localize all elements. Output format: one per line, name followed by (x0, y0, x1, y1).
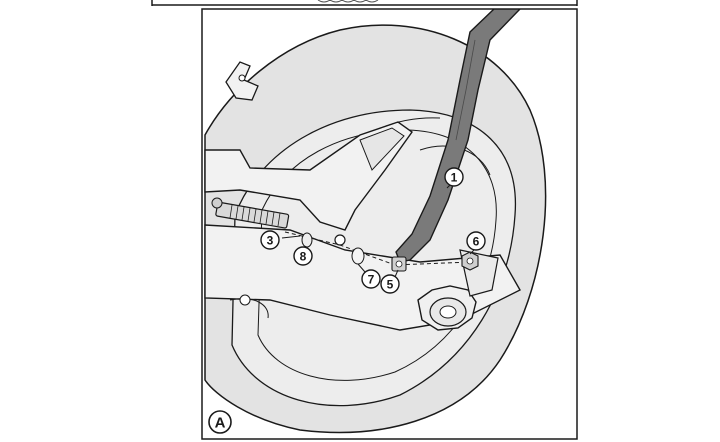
callout-5: 5 (380, 274, 400, 294)
panel-label: A (208, 410, 232, 434)
rear-axle-nut (417, 285, 477, 331)
svg-text:6: 6 (473, 235, 480, 249)
frame-hole (334, 234, 346, 246)
svg-text:3: 3 (267, 234, 274, 248)
spacer (391, 256, 407, 272)
washer-7 (351, 247, 365, 265)
callout-1: 1 (444, 167, 464, 187)
svg-text:A: A (215, 415, 226, 432)
frame-upper-member (204, 121, 413, 231)
svg-text:8: 8 (300, 250, 307, 264)
washer-8 (301, 232, 313, 248)
svg-text:1: 1 (451, 171, 458, 185)
callout-7: 7 (361, 269, 381, 289)
callout-8: 8 (293, 246, 313, 266)
top-caption-strip (151, 0, 578, 6)
svg-text:5: 5 (387, 278, 394, 292)
assembly-axis (284, 231, 471, 266)
callout-3: 3 (260, 230, 280, 250)
callout-6: 6 (466, 231, 486, 251)
svg-text:7: 7 (368, 273, 375, 287)
long-bolt (211, 197, 290, 229)
nut (461, 251, 479, 271)
